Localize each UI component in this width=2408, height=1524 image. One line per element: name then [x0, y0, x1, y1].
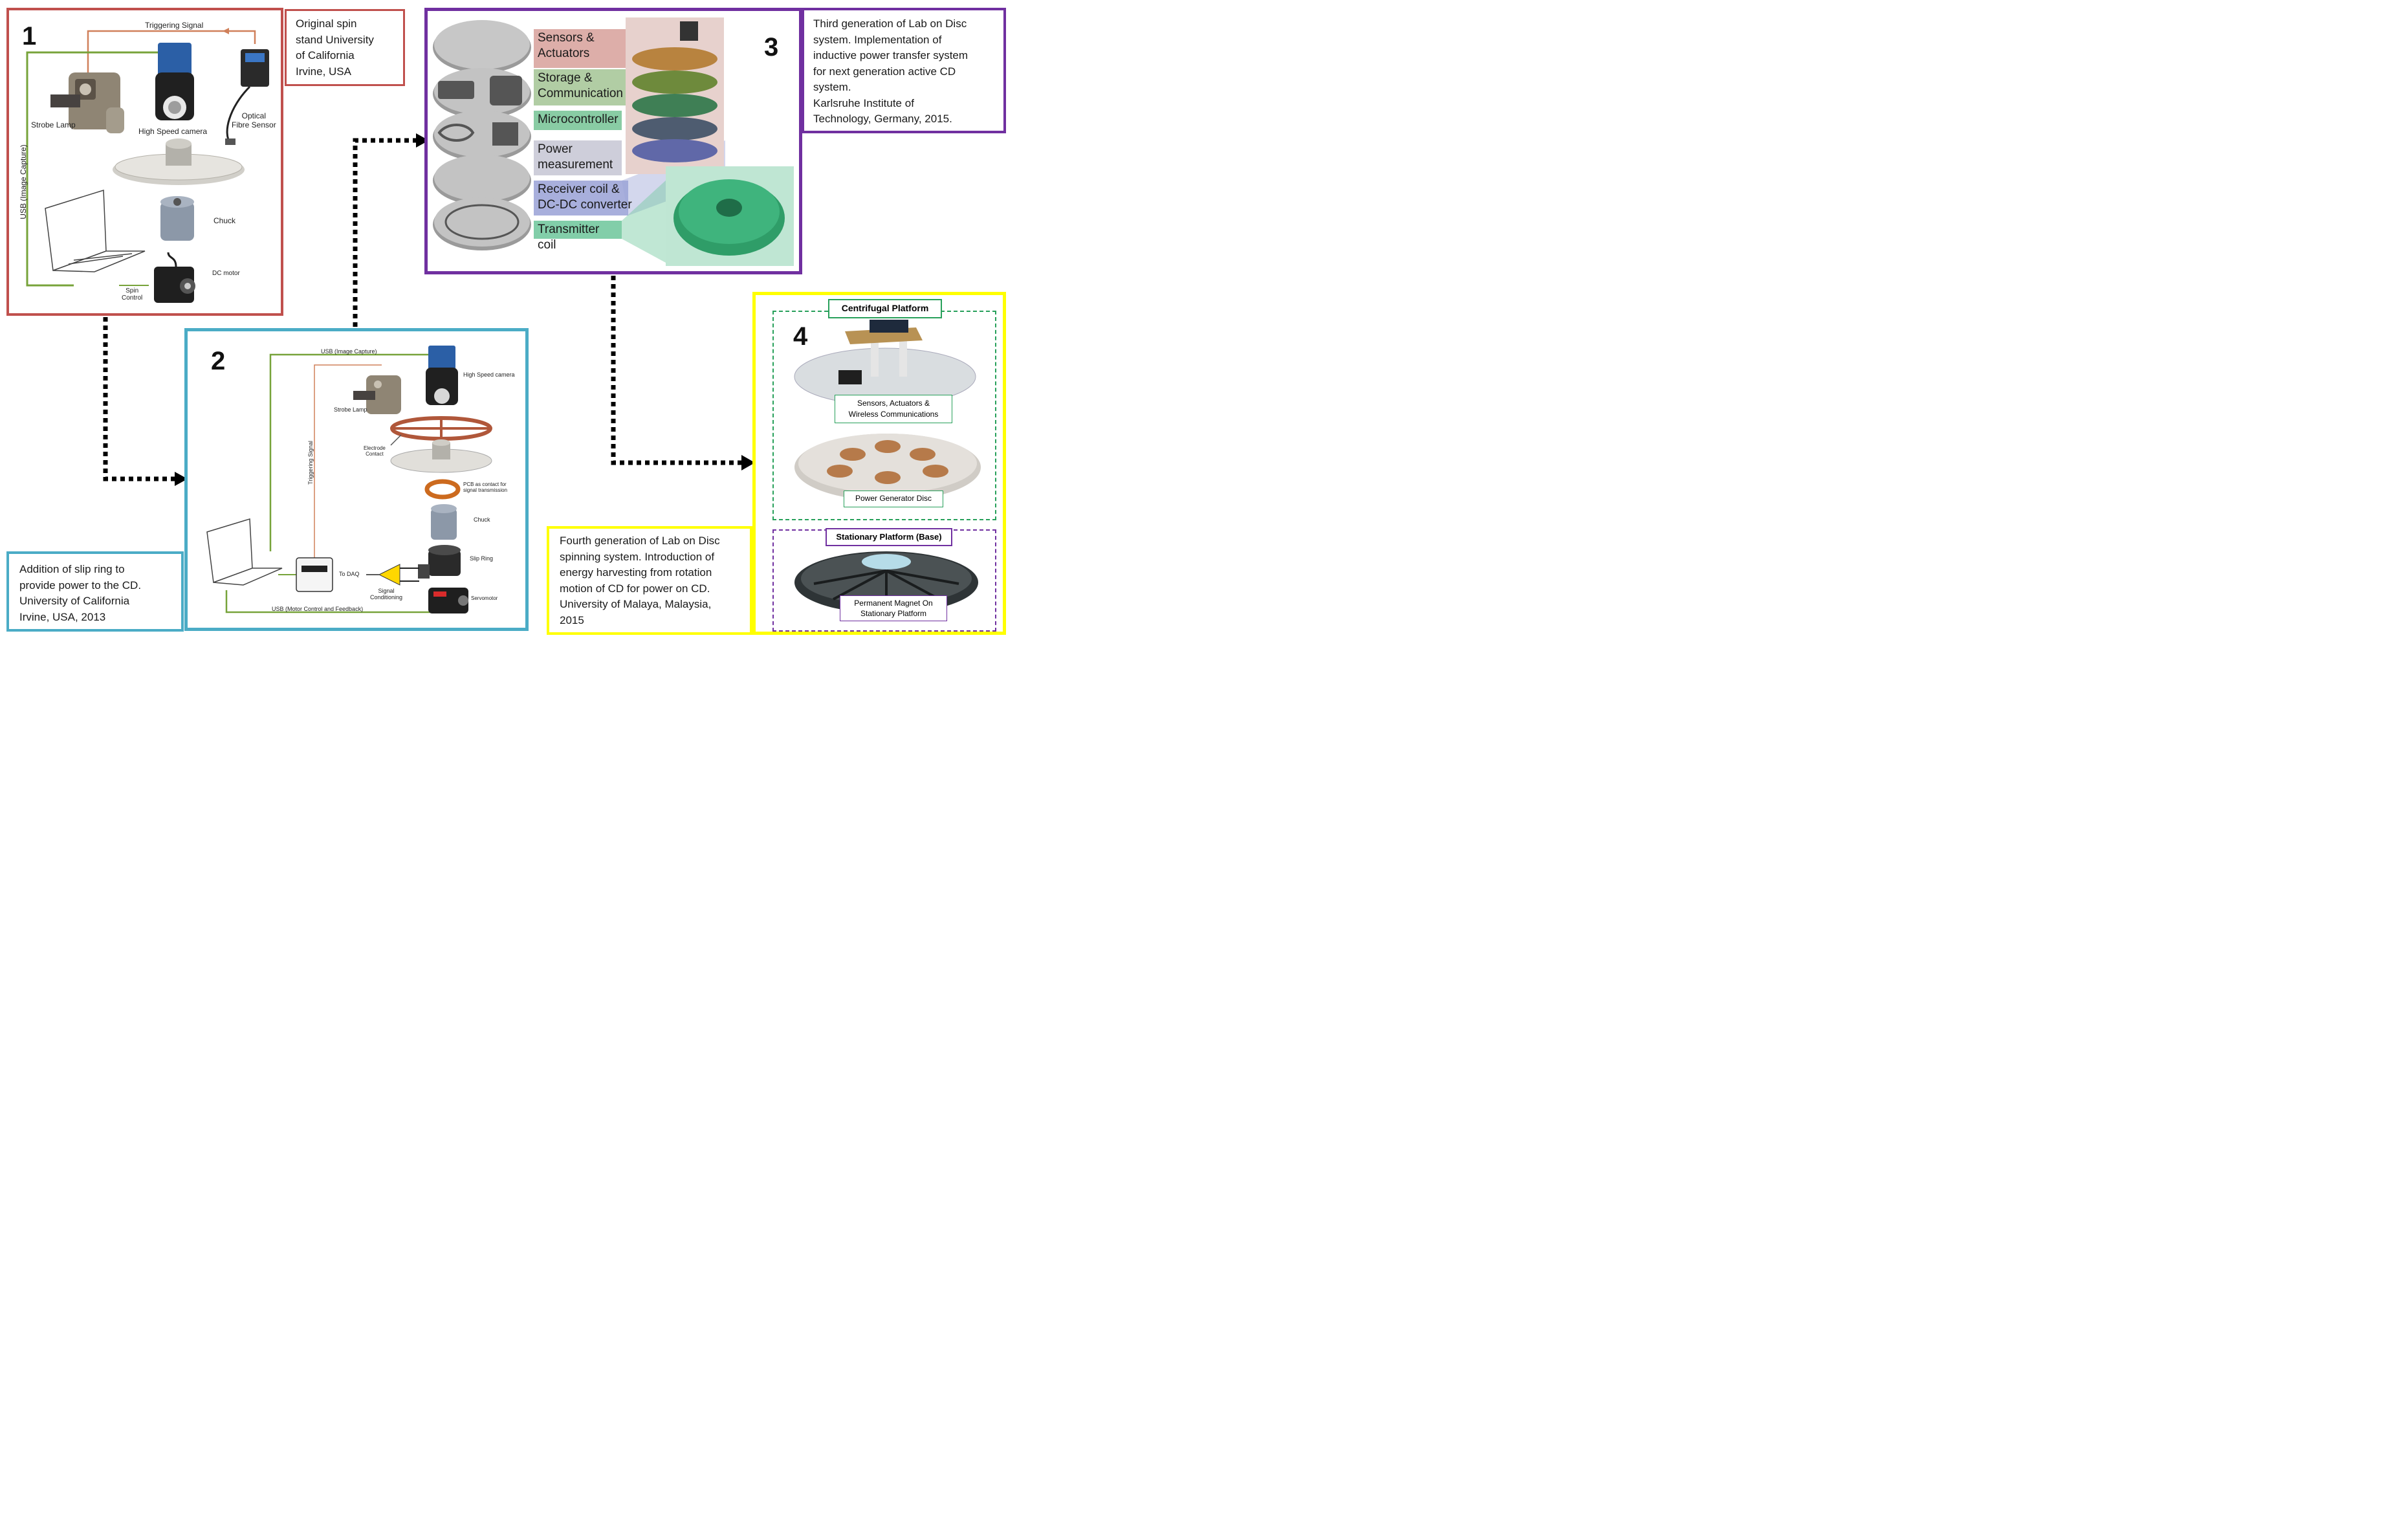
high-speed-camera-label: High Speed camera — [138, 127, 208, 136]
electrode-contact-icon — [390, 416, 492, 446]
strobe-lamp-label: Strobe Lamp — [334, 406, 367, 413]
servomotor-icon — [428, 588, 468, 613]
panel-3-caption: Third generation of Lab on Disc system. … — [802, 8, 1006, 133]
laptop-icon — [45, 189, 146, 272]
daq-device-icon — [296, 557, 333, 592]
optical-fibre-sensor-icon — [225, 49, 269, 145]
cd-disc-icon — [390, 439, 492, 473]
layer-receiver-coil-label: Receiver coil & DC-DC converter — [538, 182, 632, 212]
layer-storage-communication-label: Storage & Communication — [538, 71, 623, 100]
chuck-label: Chuck — [474, 516, 490, 523]
pcb-contact-icon — [424, 479, 461, 500]
slip-ring-icon — [418, 545, 461, 579]
dc-motor-label: DC motor — [212, 270, 240, 277]
panel-4-number: 4 — [793, 322, 808, 351]
arrow-3-to-4 — [611, 276, 744, 465]
panel-4-illustration — [794, 320, 981, 613]
panel-1-number: 1 — [22, 22, 37, 50]
permanent-magnet-label: Permanent Magnet On Stationary Platform — [840, 595, 947, 621]
signal-conditioning-icon — [366, 564, 419, 586]
panel-3-lab-on-disc-gen3: 3 — [424, 8, 802, 274]
strobe-lamp-icon — [50, 72, 124, 133]
panel-4-lab-on-disc-gen4: 4 — [752, 292, 1006, 635]
layer-microcontroller-label: Microcontroller — [538, 113, 618, 126]
pcb-contact-label: PCB as contact for signal transmission — [463, 481, 508, 493]
panel-2-caption: Addition of slip ring to provide power t… — [6, 551, 184, 632]
to-daq-label: To DAQ — [339, 571, 360, 577]
usb-motor-control-label: USB (Motor Control and Feedback) — [272, 606, 364, 612]
arrow-2-to-3 — [353, 138, 417, 327]
high-speed-camera-icon — [155, 43, 194, 120]
power-generator-disc-photo — [794, 434, 981, 501]
layer-power-measurement-label: Power measurement — [538, 142, 613, 171]
arrowhead-1-to-2 — [175, 472, 188, 486]
servomotor-label: Servomotor — [471, 595, 498, 601]
pcb-tower-photo — [626, 17, 724, 174]
sensors-actuators-wireless-label: Sensors, Actuators & Wireless Communicat… — [835, 395, 952, 423]
panel-3-number: 3 — [764, 33, 779, 61]
strobe-lamp-icon — [353, 375, 401, 414]
signal-conditioning-label: Signal Conditioning — [370, 588, 403, 601]
panel-2-number: 2 — [211, 347, 226, 375]
transmitter-coil-photo — [666, 166, 794, 266]
panel-2-slip-ring-spin-stand: 2 — [184, 328, 529, 631]
panel-4-caption: Fourth generation of Lab on Disc spinnin… — [547, 526, 752, 635]
arrowhead-2-to-3 — [416, 133, 429, 148]
triggering-signal-label: Triggering Signal — [145, 21, 204, 30]
centrifugal-platform-photo — [794, 320, 976, 406]
spin-control-label: Spin Control — [122, 287, 143, 302]
laptop-icon — [206, 518, 283, 586]
panel-1-original-spin-stand: 1 — [6, 8, 283, 316]
usb-image-capture-label: USB (Image Capture) — [19, 144, 28, 219]
cd-disc-icon — [113, 138, 245, 185]
chuck-label: Chuck — [213, 216, 236, 225]
arrowhead-3-to-4 — [741, 455, 755, 470]
panel-3-illustration — [433, 17, 794, 266]
panel-2-illustration — [206, 346, 492, 613]
layered-disc-stack-icon — [433, 20, 531, 250]
layer-transmitter-coil-label: Transmitter coil — [538, 223, 600, 252]
triggering-signal-label: Triggering Signal — [307, 441, 314, 485]
arrow-1-to-2 — [103, 317, 176, 481]
chuck-icon — [160, 196, 194, 241]
power-generator-disc-label: Power Generator Disc — [844, 491, 943, 507]
usb-image-capture-label: USB (Image Capture) — [321, 348, 377, 355]
panel-1-illustration — [26, 28, 269, 303]
stationary-platform-title: Stationary Platform (Base) — [826, 528, 952, 546]
centrifugal-platform-title: Centrifugal Platform — [828, 299, 942, 318]
flow-arrows — [103, 133, 755, 486]
high-speed-camera-icon — [426, 346, 458, 405]
dc-motor-icon — [154, 252, 195, 303]
slip-ring-label: Slip Ring — [470, 555, 494, 562]
electrode-contact-label: Electrode Contact — [364, 445, 386, 457]
layer-sensors-actuators-label: Sensors & Actuators — [538, 31, 595, 60]
high-speed-camera-label: High Speed camera — [463, 371, 515, 378]
chuck-icon — [431, 504, 457, 540]
optical-fibre-sensor-label: Optical Fibre Sensor — [232, 111, 276, 129]
strobe-lamp-label: Strobe Lamp — [31, 120, 76, 129]
panel-1-caption: Original spin stand University of Califo… — [285, 9, 405, 86]
